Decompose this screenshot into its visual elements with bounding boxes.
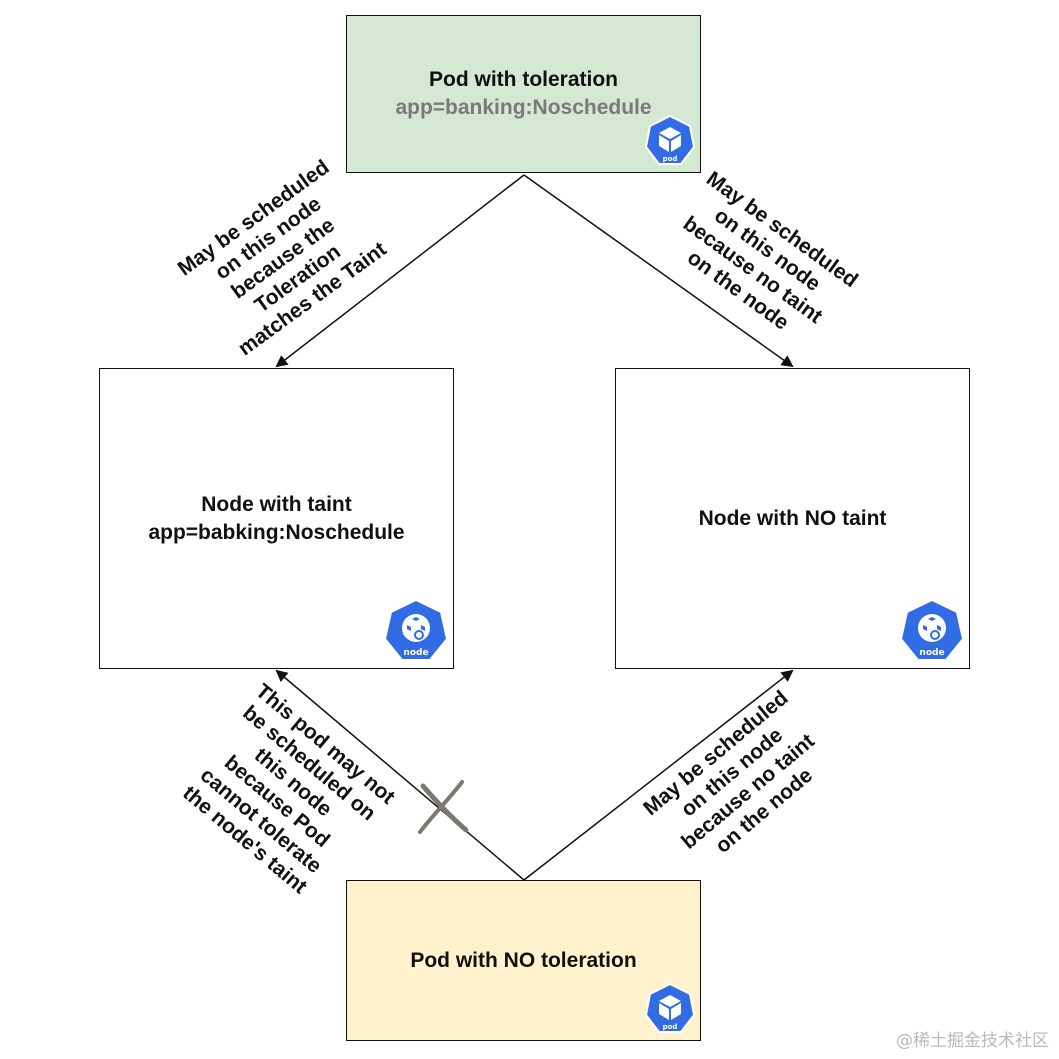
edge-top-to-right-node: [523, 174, 794, 368]
node-right-title: Node with NO taint: [698, 506, 887, 530]
pod-with-toleration-box[interactable]: Pod with toleration app=banking:Noschedu…: [346, 15, 701, 173]
kubernetes-pod-icon: pod: [644, 982, 696, 1033]
kubernetes-pod-icon: pod: [644, 114, 696, 165]
node-left-subtitle: app=babking:Noschedule: [148, 520, 405, 544]
watermark-text: @稀土掘金技术社区: [896, 1031, 1049, 1051]
svg-text:node: node: [403, 648, 428, 658]
pod-top-title: Pod with toleration: [429, 68, 618, 91]
pod-top-subtitle: app=banking:Noschedule: [395, 96, 652, 119]
edge-bottom-to-left-node: [275, 669, 525, 881]
svg-text:pod: pod: [663, 1023, 678, 1031]
blocked-cross-icon: [418, 780, 469, 834]
node-left-title: Node with taint: [201, 492, 352, 516]
pod-with-no-toleration-box[interactable]: Pod with NO toleration pod: [346, 880, 701, 1041]
node-with-taint-box[interactable]: Node with taint app=babking:Noschedule n…: [99, 368, 454, 669]
svg-text:node: node: [919, 648, 944, 658]
edge-top-to-left-node: [275, 174, 525, 368]
pod-bottom-title: Pod with NO toleration: [410, 948, 637, 972]
kubernetes-node-icon: node: [899, 598, 965, 661]
svg-text:pod: pod: [663, 155, 678, 163]
edge-bottom-to-right-node: [523, 669, 794, 881]
kubernetes-node-icon: node: [383, 598, 449, 661]
node-with-no-taint-box[interactable]: Node with NO taint node: [615, 368, 970, 669]
